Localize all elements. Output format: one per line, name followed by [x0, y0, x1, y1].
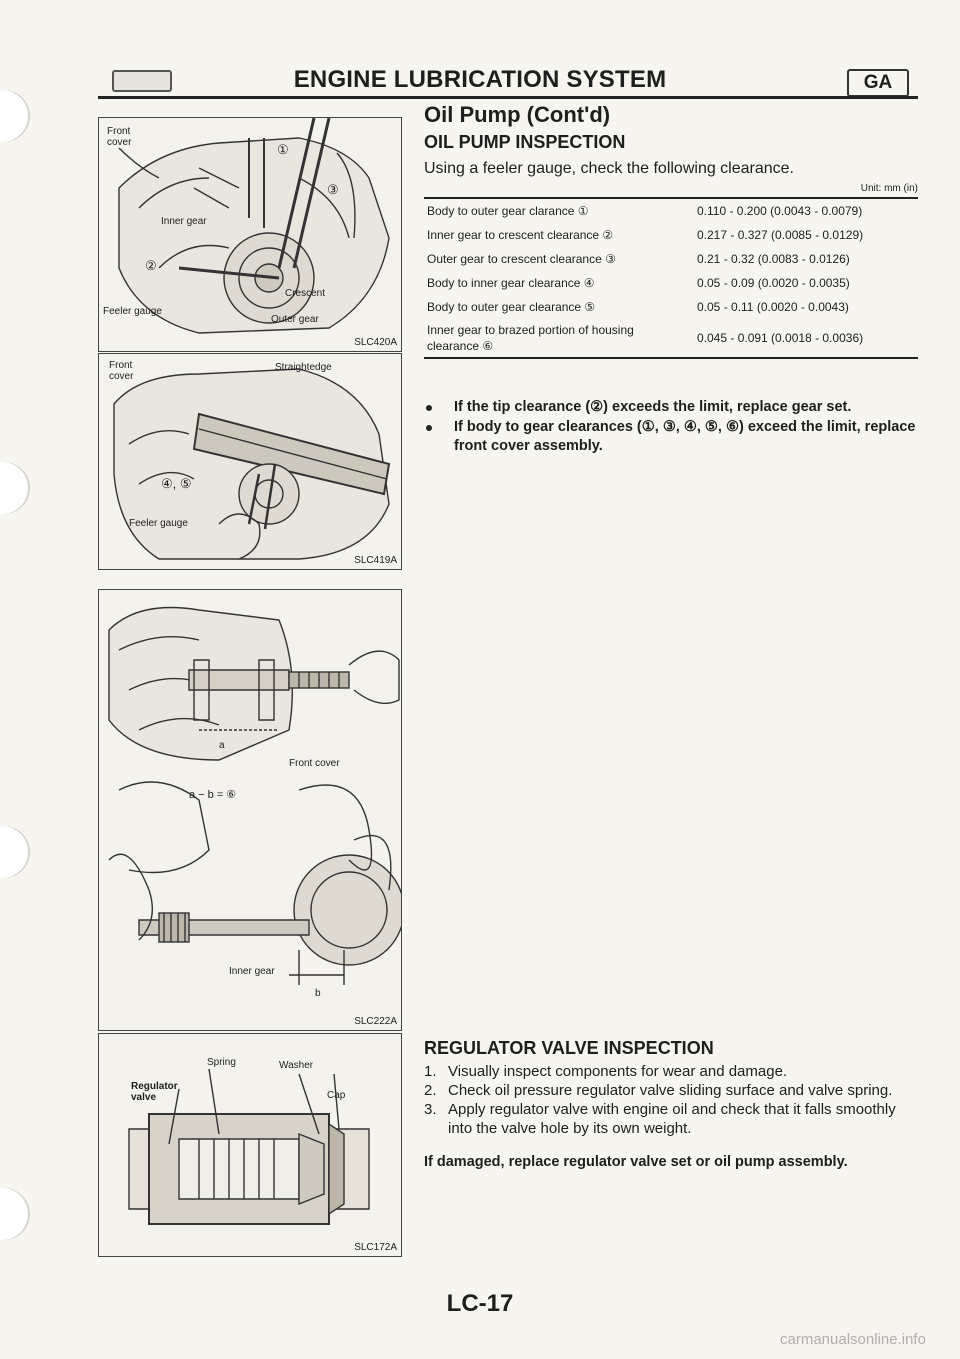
step-text: Check oil pressure regulator valve slidi… — [448, 1082, 893, 1099]
label-front-cover: Front cover — [107, 126, 132, 148]
label-front-cover: Front cover — [289, 758, 340, 769]
label-feeler-gauge: Feeler gauge — [129, 518, 188, 529]
figure-regulator-valve: Spring Washer Regulator valve Cap SLC172… — [98, 1033, 402, 1257]
label-straightedge: Straightedge — [275, 362, 332, 373]
inspection-intro: Using a feeler gauge, check the followin… — [424, 160, 794, 177]
table-row: Outer gear to crescent clearance ③ 0.21 … — [424, 247, 918, 271]
label-2: ② — [145, 258, 157, 273]
step-text: Apply regulator valve with engine oil an… — [448, 1101, 896, 1137]
header-rule — [98, 96, 918, 99]
clearance-item: Body to outer gear clearance ⑤ — [427, 300, 596, 314]
label-inner-gear: Inner gear — [161, 216, 207, 227]
label-outer-gear: Outer gear — [271, 314, 319, 325]
table-row: Body to outer gear clarance ① 0.110 - 0.… — [424, 199, 918, 223]
clearance-value: 0.05 - 0.09 (0.0020 - 0.0035) — [697, 276, 850, 290]
clearance-item: Body to outer gear clarance ① — [427, 204, 589, 218]
binder-hole — [0, 826, 30, 878]
list-item: 3. Apply regulator valve with engine oil… — [424, 1100, 920, 1138]
unit-label: Unit: mm (in) — [860, 183, 918, 194]
list-item: 1. Visually inspect components for wear … — [424, 1062, 920, 1081]
label-regulator-valve: Regulator valve — [131, 1081, 178, 1103]
gear-clearance-illustration — [118, 118, 390, 334]
clearance-value: 0.05 - 0.11 (0.0020 - 0.0043) — [697, 300, 849, 314]
page-header-title: ENGINE LUBRICATION SYSTEM — [293, 66, 667, 93]
label-washer: Washer — [279, 1060, 314, 1071]
label-feeler-gauge: Feeler gauge — [103, 306, 162, 317]
bullet-text: If the tip clearance (②) exceeds the lim… — [454, 399, 852, 415]
clearance-item: Inner gear to brazed portion of housing … — [427, 323, 634, 353]
step-number: 1. — [424, 1063, 437, 1080]
oil-pump-inspection-title: OIL PUMP INSPECTION — [424, 132, 626, 152]
step-text: Visually inspect components for wear and… — [448, 1063, 788, 1080]
label-inner-gear: Inner gear — [229, 966, 275, 977]
list-item: If the tip clearance (②) exceeds the lim… — [424, 398, 924, 417]
figure-gear-clearance: Front cover ① ③ Inner gear ② Crescent Fe… — [98, 117, 402, 352]
regulator-note: If damaged, replace regulator valve set … — [424, 1154, 848, 1170]
bullet-dot — [426, 425, 432, 431]
label-spring: Spring — [207, 1057, 236, 1068]
regulator-steps: 1. Visually inspect components for wear … — [424, 1062, 920, 1138]
clearance-value: 0.217 - 0.327 (0.0085 - 0.0129) — [697, 228, 864, 242]
label-cap: Cap — [327, 1090, 346, 1101]
binder-hole — [0, 1188, 30, 1240]
section-tab-box — [112, 70, 172, 92]
label-3: ③ — [327, 182, 339, 197]
label-front-cover: Front cover — [109, 360, 134, 382]
clearance-value: 0.110 - 0.200 (0.0043 - 0.0079) — [697, 204, 863, 218]
section-title: Oil Pump (Cont'd) — [424, 102, 611, 127]
label-b: b — [315, 988, 321, 999]
figure-code: SLC420A — [354, 337, 397, 348]
page-number: LC-17 — [446, 1290, 514, 1317]
figure-straightedge: Front cover Straightedge ④, ⑤ Feeler gau… — [98, 353, 402, 570]
figure-code: SLC172A — [354, 1242, 397, 1253]
micrometer-illustration — [108, 606, 401, 985]
bullet-dot — [426, 405, 432, 411]
inspection-bullets: If the tip clearance (②) exceeds the lim… — [424, 398, 924, 457]
label-4-5: ④, ⑤ — [161, 476, 192, 491]
watermark: carmanualsonline.info — [780, 1331, 926, 1348]
clearance-item: Inner gear to crescent clearance ② — [427, 228, 614, 242]
clearance-spec-table: Body to outer gear clarance ① 0.110 - 0.… — [424, 197, 918, 359]
engine-code-badge: GA — [847, 69, 909, 97]
regulator-valve-inspection-title: REGULATOR VALVE INSPECTION — [424, 1038, 714, 1058]
figure-code: SLC222A — [354, 1016, 397, 1027]
label-formula: a − b = ⑥ — [189, 789, 237, 801]
table-row: Inner gear to crescent clearance ② 0.217… — [424, 223, 918, 247]
clearance-value: 0.21 - 0.32 (0.0083 - 0.0126) — [697, 252, 850, 266]
step-number: 2. — [424, 1082, 437, 1099]
table-row: Inner gear to brazed portion of housing … — [424, 319, 918, 357]
label-a: a — [219, 740, 225, 751]
clearance-item: Outer gear to crescent clearance ③ — [427, 252, 616, 266]
list-item: If body to gear clearances (①, ③, ④, ⑤, … — [424, 418, 924, 456]
bullet-text: If body to gear clearances (①, ③, ④, ⑤, … — [454, 419, 916, 454]
straightedge-illustration — [113, 368, 391, 560]
clearance-item: Body to inner gear clearance ④ — [427, 276, 595, 290]
step-number: 3. — [424, 1101, 437, 1118]
table-row: Body to inner gear clearance ④ 0.05 - 0.… — [424, 271, 918, 295]
binder-hole — [0, 462, 30, 514]
regulator-valve-illustration — [128, 1068, 370, 1225]
clearance-value: 0.045 - 0.091 (0.0018 - 0.0036) — [697, 331, 864, 345]
binder-hole — [0, 90, 30, 142]
label-1: ① — [277, 142, 289, 157]
figure-micrometer: a Front cover a − b = ⑥ Inner gear b SLC… — [98, 589, 402, 1031]
label-crescent: Crescent — [285, 288, 326, 299]
list-item: 2. Check oil pressure regulator valve sl… — [424, 1081, 920, 1100]
table-row: Body to outer gear clearance ⑤ 0.05 - 0.… — [424, 295, 918, 319]
figure-code: SLC419A — [354, 555, 397, 566]
